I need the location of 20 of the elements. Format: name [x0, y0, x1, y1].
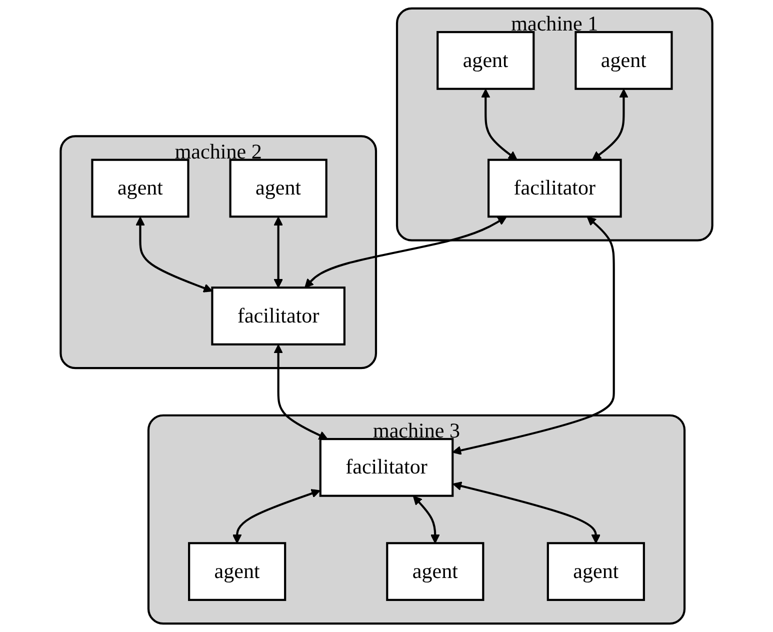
node-box: agent	[386, 542, 484, 601]
arrow	[274, 216, 283, 288]
node-box: agent	[546, 542, 645, 601]
node-box: agent	[91, 158, 190, 218]
node-box: agent	[229, 158, 328, 218]
node-box: agent	[574, 31, 673, 90]
arrow	[232, 488, 320, 544]
node-box: facilitator	[488, 158, 622, 218]
arrow	[452, 216, 615, 455]
arrow	[592, 88, 628, 160]
arrow	[304, 216, 507, 288]
node-box: agent	[436, 31, 535, 90]
arrow	[274, 344, 328, 440]
arrow	[136, 216, 213, 292]
node-box: facilitator	[319, 438, 454, 497]
arrow	[452, 482, 601, 544]
arrow	[481, 88, 518, 160]
arrow	[412, 496, 440, 544]
node-box: facilitator	[211, 286, 346, 346]
node-box: agent	[188, 542, 286, 601]
